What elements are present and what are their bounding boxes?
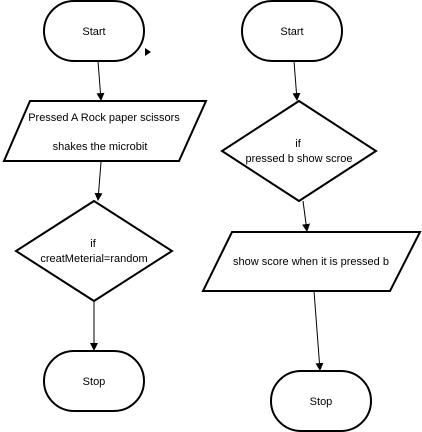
edge-start-to-input-left — [96, 60, 105, 101]
decision-diamond-right[interactable]: if pressed b show scroe — [220, 99, 378, 203]
decision-line2-right: pressed b show scroe — [246, 153, 353, 165]
input-line1-left: Pressed A Rock paper scissors — [28, 112, 180, 124]
output-parallelogram-right[interactable]: show score when it is pressed b — [201, 231, 422, 292]
stop-label-right: Stop — [310, 396, 333, 408]
decision-diamond-left[interactable]: if creatMeterial=random — [14, 199, 174, 303]
stray-arrowhead — [145, 48, 151, 56]
edge-input-to-decision-left — [94, 161, 103, 201]
decision-line2-left: creatMeterial=random — [40, 253, 147, 265]
output-label-right: show score when it is pressed b — [233, 256, 389, 268]
edge-start-to-decision-right — [292, 60, 301, 101]
start-terminal-right[interactable]: Start — [241, 0, 343, 62]
right-flowchart: Start if pressed b show scroe show score… — [201, 0, 422, 432]
stop-terminal-left[interactable]: Stop — [43, 350, 145, 412]
left-flowchart: Start Pressed A Rock paper scissors shak… — [2, 0, 208, 412]
stop-label-left: Stop — [83, 376, 106, 388]
input-line2-left: shakes the microbit — [53, 141, 148, 153]
start-terminal-left[interactable]: Start — [43, 0, 145, 62]
stop-terminal-right[interactable]: Stop — [270, 370, 372, 432]
input-parallelogram-left[interactable]: Pressed A Rock paper scissors shakes the… — [2, 100, 208, 162]
start-label-right: Start — [280, 26, 303, 38]
start-label-left: Start — [82, 26, 105, 38]
decision-line1-left: if — [90, 238, 96, 250]
decision-line1-right: if — [295, 138, 301, 150]
edge-output-to-stop-right — [313, 290, 324, 371]
edge-decision-to-output-right — [302, 200, 311, 232]
